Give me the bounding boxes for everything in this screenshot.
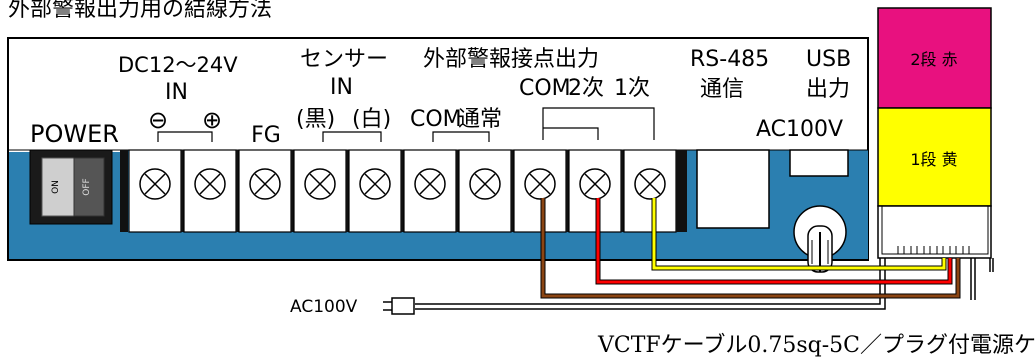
dc-bracket [157, 131, 213, 142]
rs485-port [696, 149, 770, 229]
tier1-label: 1段 黄 [910, 150, 957, 169]
usb-sub: 出力 [806, 77, 850, 102]
alarm-input-normal-label: 通常 [458, 107, 502, 132]
cable-caption: VCTFケーブル0.75sq-5C／プラグ付電源ケーブル [597, 333, 1035, 358]
wire-red [596, 198, 952, 284]
terminal-screw [183, 149, 239, 233]
terminal-screw [348, 149, 404, 233]
rs485-title: RS-485 [690, 47, 769, 72]
alarm-output-first-label: 1次 [614, 76, 650, 101]
sensor-white-label: (白) [352, 107, 391, 132]
ac-plug [383, 297, 415, 315]
dc-input-title: DC12～24V [118, 53, 238, 77]
signal-tower: 2段 赤 1段 黄 [877, 7, 992, 259]
alarm-output-bracket [542, 107, 655, 140]
alarm-output-com-label: COM [519, 76, 571, 101]
terminal-block [120, 149, 687, 233]
tier2-label: 2段 赤 [910, 50, 957, 69]
ac-label: AC100V [756, 117, 843, 142]
usb-title: USB [806, 47, 851, 72]
wires [415, 198, 994, 310]
sensor-bracket [322, 131, 382, 142]
tower-base [877, 205, 992, 259]
power-cable [415, 258, 886, 310]
tier1-yellow-lamp [877, 107, 992, 207]
alarm-output-title: 外部警報接点出力 [423, 47, 599, 72]
terminal-screw [513, 149, 569, 233]
terminal-screw [403, 149, 459, 233]
plus-symbol: ⊕ [202, 106, 222, 134]
switch-on-label: ON [51, 180, 61, 194]
wire-yellow [652, 198, 946, 270]
alarm-input-bracket [432, 131, 490, 142]
dc-input-sub: IN [165, 80, 188, 105]
wire-brown [541, 198, 960, 298]
switch-off-label: OFF [82, 178, 92, 195]
rs485-sub: 通信 [700, 77, 744, 102]
sensor-title: センサー [300, 47, 388, 72]
minus-symbol: ⊖ [148, 106, 168, 134]
terminal-screw [293, 149, 349, 233]
power-switch[interactable]: ON OFF [29, 149, 113, 225]
cable-gland [793, 205, 847, 273]
terminal-screw [568, 149, 624, 233]
header-text: 外部警報出力用の結線方法 [8, 0, 272, 22]
terminal-screw [238, 149, 294, 233]
usb-port [789, 149, 849, 177]
terminal-screw [128, 149, 184, 233]
sensor-black-label: (黒) [296, 107, 335, 132]
power-label: POWER [30, 120, 119, 148]
alarm-output-second-label: 2次 [568, 76, 604, 101]
terminal-screw [458, 149, 514, 233]
terminal-screw [623, 149, 679, 233]
ac-plug-label: AC100V [290, 297, 358, 317]
fg-label: FG [251, 123, 281, 148]
alarm-input-com-label: COM [410, 107, 462, 132]
sensor-sub: IN [330, 75, 353, 100]
